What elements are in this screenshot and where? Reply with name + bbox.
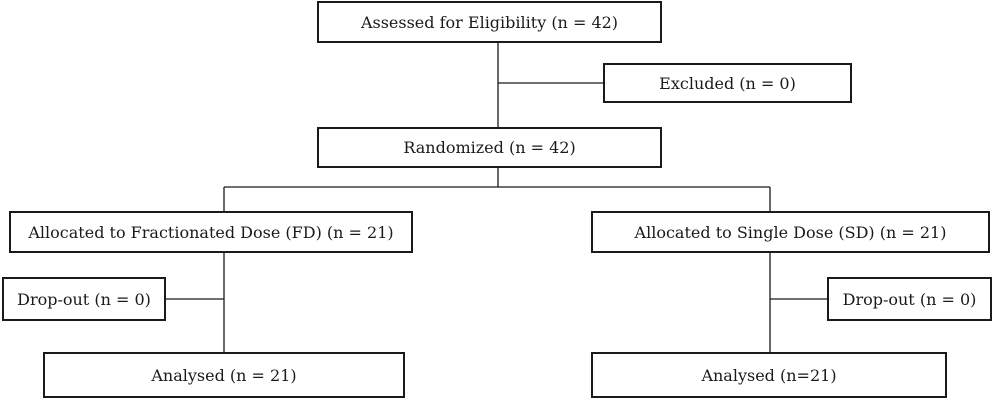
excluded-box: Excluded (n = 0)	[603, 63, 852, 103]
dropout-fd-label: Drop-out (n = 0)	[17, 289, 151, 309]
allocated-sd-label: Allocated to Single Dose (SD) (n = 21)	[634, 222, 947, 242]
allocated-fd-label: Allocated to Fractionated Dose (FD) (n =…	[28, 222, 394, 242]
analysed-fd-label: Analysed (n = 21)	[151, 365, 297, 385]
excluded-label: Excluded (n = 0)	[659, 73, 796, 93]
analysed-fd-box: Analysed (n = 21)	[43, 352, 405, 398]
allocated-fd-box: Allocated to Fractionated Dose (FD) (n =…	[9, 211, 413, 253]
randomized-label: Randomized (n = 42)	[403, 138, 576, 157]
dropout-fd-box: Drop-out (n = 0)	[2, 277, 166, 321]
allocated-sd-box: Allocated to Single Dose (SD) (n = 21)	[591, 211, 990, 253]
analysed-sd-box: Analysed (n=21)	[591, 352, 947, 398]
randomized-box: Randomized (n = 42)	[317, 127, 662, 168]
assessed-eligibility-box: Assessed for Eligibility (n = 42)	[317, 1, 662, 43]
dropout-sd-label: Drop-out (n = 0)	[842, 289, 977, 309]
analysed-sd-label: Analysed (n=21)	[701, 365, 837, 385]
dropout-sd-box: Drop-out (n = 0)	[827, 277, 992, 321]
assessed-eligibility-label: Assessed for Eligibility (n = 42)	[360, 12, 619, 32]
